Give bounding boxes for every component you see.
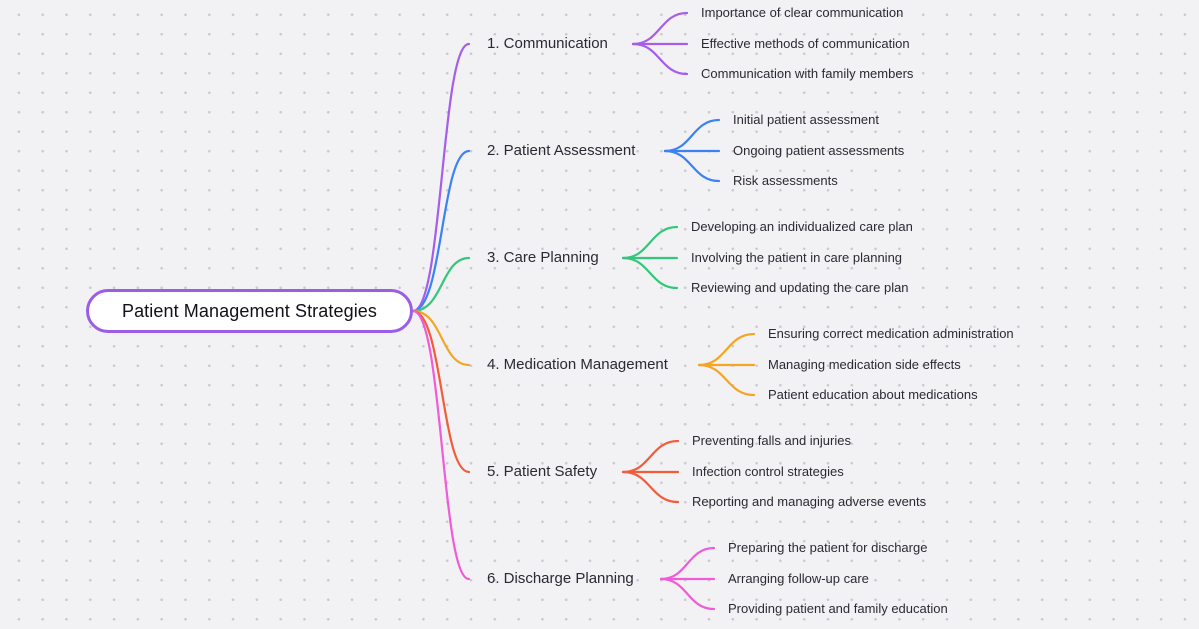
leaf-discharge-planning-2[interactable]: Arranging follow-up care	[728, 571, 869, 586]
connector-medication-management-leaf-3	[697, 363, 756, 397]
connector-root-to-patient-safety	[411, 309, 471, 474]
connector-root-to-care-planning	[411, 256, 471, 313]
connector-care-planning-leaf-3	[621, 256, 679, 290]
leaf-communication-1[interactable]: Importance of clear communication	[701, 5, 904, 20]
branch-medication-management[interactable]: 4. Medication Management	[487, 356, 668, 373]
connector-patient-assessment-leaf-3	[663, 149, 721, 183]
leaf-patient-assessment-3[interactable]: Risk assessments	[733, 173, 838, 188]
connector-communication-leaf-3	[631, 42, 689, 76]
root-node[interactable]: Patient Management Strategies	[86, 289, 413, 333]
leaf-medication-management-3[interactable]: Patient education about medications	[768, 387, 978, 402]
connector-patient-safety-leaf-1	[621, 439, 680, 474]
branch-communication[interactable]: 1. Communication	[487, 35, 608, 52]
leaf-communication-3[interactable]: Communication with family members	[701, 66, 914, 81]
branch-patient-assessment[interactable]: 2. Patient Assessment	[487, 142, 636, 159]
connector-root-to-discharge-planning	[411, 309, 471, 581]
leaf-care-planning-1[interactable]: Developing an individualized care plan	[691, 219, 913, 234]
leaf-patient-safety-3[interactable]: Reporting and managing adverse events	[692, 494, 927, 509]
root-label: Patient Management Strategies	[121, 300, 378, 321]
leaf-communication-2[interactable]: Effective methods of communication	[701, 36, 910, 51]
leaf-care-planning-3[interactable]: Reviewing and updating the care plan	[691, 280, 909, 295]
leaf-discharge-planning-1[interactable]: Preparing the patient for discharge	[728, 540, 928, 555]
leaf-care-planning-2[interactable]: Involving the patient in care planning	[691, 250, 903, 265]
leaf-medication-management-2[interactable]: Managing medication side effects	[768, 357, 961, 372]
connector-discharge-planning-leaf-3	[659, 577, 716, 611]
leaf-patient-safety-2[interactable]: Infection control strategies	[692, 464, 844, 479]
connector-care-planning-leaf-1	[621, 225, 679, 260]
branch-patient-safety[interactable]: 5. Patient Safety	[487, 463, 598, 480]
connector-patient-safety-leaf-3	[621, 470, 680, 504]
leaf-patient-assessment-1[interactable]: Initial patient assessment	[733, 112, 879, 127]
branch-care-planning[interactable]: 3. Care Planning	[487, 249, 599, 266]
connector-medication-management-leaf-1	[697, 332, 756, 367]
leaf-patient-assessment-2[interactable]: Ongoing patient assessments	[733, 143, 905, 158]
leaf-patient-safety-1[interactable]: Preventing falls and injuries	[692, 433, 851, 448]
connector-patient-assessment-leaf-1	[663, 118, 721, 153]
connector-discharge-planning-leaf-1	[659, 546, 716, 581]
leaf-medication-management-1[interactable]: Ensuring correct medication administrati…	[768, 326, 1014, 341]
leaf-discharge-planning-3[interactable]: Providing patient and family education	[728, 601, 948, 616]
connector-root-to-patient-assessment	[411, 149, 471, 313]
connector-root-to-communication	[411, 42, 471, 313]
connector-root-to-medication-management	[411, 309, 471, 367]
connector-communication-leaf-1	[631, 11, 689, 46]
branch-discharge-planning[interactable]: 6. Discharge Planning	[487, 570, 634, 587]
